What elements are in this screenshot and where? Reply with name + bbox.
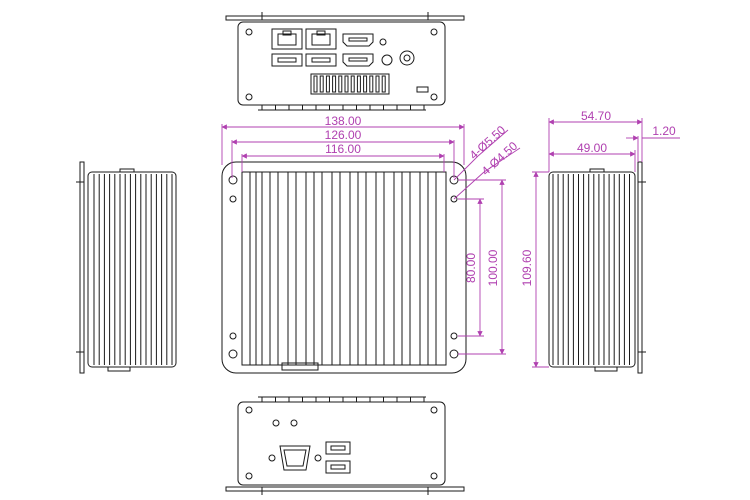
vent-slots (313, 75, 386, 93)
dim-height-100: 100.00 (486, 249, 500, 286)
dim-height-109: 109.60 (520, 249, 534, 286)
led-indicator-icon (290, 419, 298, 427)
usb-port-icon (325, 460, 351, 474)
led-indicator-icon (272, 419, 280, 427)
vent-slot (338, 75, 343, 93)
dim-width-116: 116.00 (325, 142, 361, 156)
screw-icon (245, 472, 253, 480)
dim-flange-1: 1.20 (652, 124, 676, 138)
mounting-hole-icon (449, 349, 459, 359)
front-view (225, 12, 465, 111)
dim-depth-49: 49.00 (577, 141, 607, 155)
vent-slot (350, 75, 355, 93)
back-panel-body (237, 401, 446, 486)
usb-port-icon (305, 53, 337, 67)
screw-icon (430, 472, 438, 480)
mounting-hole-icon (450, 332, 458, 340)
dimension-labels: 138.00 126.00 116.00 4-Ø5.50 4-Ø4.50 80.… (325, 109, 676, 286)
vent-slot (369, 75, 374, 93)
dim-height-80: 80.00 (464, 253, 478, 283)
sim-slot-icon (416, 86, 429, 93)
right-side-view (548, 161, 646, 374)
hdmi-port-icon (342, 53, 374, 67)
heatsink-fins (249, 172, 437, 365)
screw-icon (245, 406, 253, 414)
mounting-hole-icon (229, 332, 237, 340)
rj45-port-icon (271, 28, 303, 50)
hdmi-port-icon (342, 33, 374, 47)
screw-icon (430, 93, 438, 101)
side-body (87, 171, 177, 368)
screw-icon (430, 28, 438, 36)
usb-port-icon (271, 53, 303, 67)
back-view (225, 396, 465, 495)
vent-slot (319, 75, 324, 93)
vent-slot (344, 75, 349, 93)
rj45-port-icon (305, 28, 337, 50)
vent-slot (381, 75, 386, 93)
audio-jack-icon (379, 38, 387, 46)
usb-port-icon (325, 441, 351, 455)
screw-icon (245, 93, 253, 101)
vent-slot (313, 75, 318, 93)
mounting-hole-icon (229, 195, 237, 203)
mounting-hole-icon (228, 175, 238, 185)
left-side-view (76, 161, 177, 374)
audio-jack-icon (381, 54, 393, 66)
dimension-lines (221, 118, 680, 368)
mounting-hole-icon (228, 349, 238, 359)
vent-slot (325, 75, 330, 93)
vent-slot (332, 75, 337, 93)
vent-slot (375, 75, 380, 93)
screw-icon (245, 28, 253, 36)
dim-depth-54: 54.70 (581, 109, 611, 123)
front-panel-body (237, 21, 446, 106)
mounting-hole-icon (450, 195, 458, 203)
top-view-body (221, 161, 467, 374)
vent-slot (356, 75, 361, 93)
antenna-connector-icon (399, 50, 415, 66)
top-view (221, 161, 467, 374)
vent-slot (363, 75, 368, 93)
vga-port-icon (268, 445, 322, 471)
side-body (548, 171, 636, 368)
screw-icon (430, 406, 438, 414)
dim-width-138: 138.00 (325, 114, 362, 128)
dim-width-126: 126.00 (325, 128, 362, 142)
